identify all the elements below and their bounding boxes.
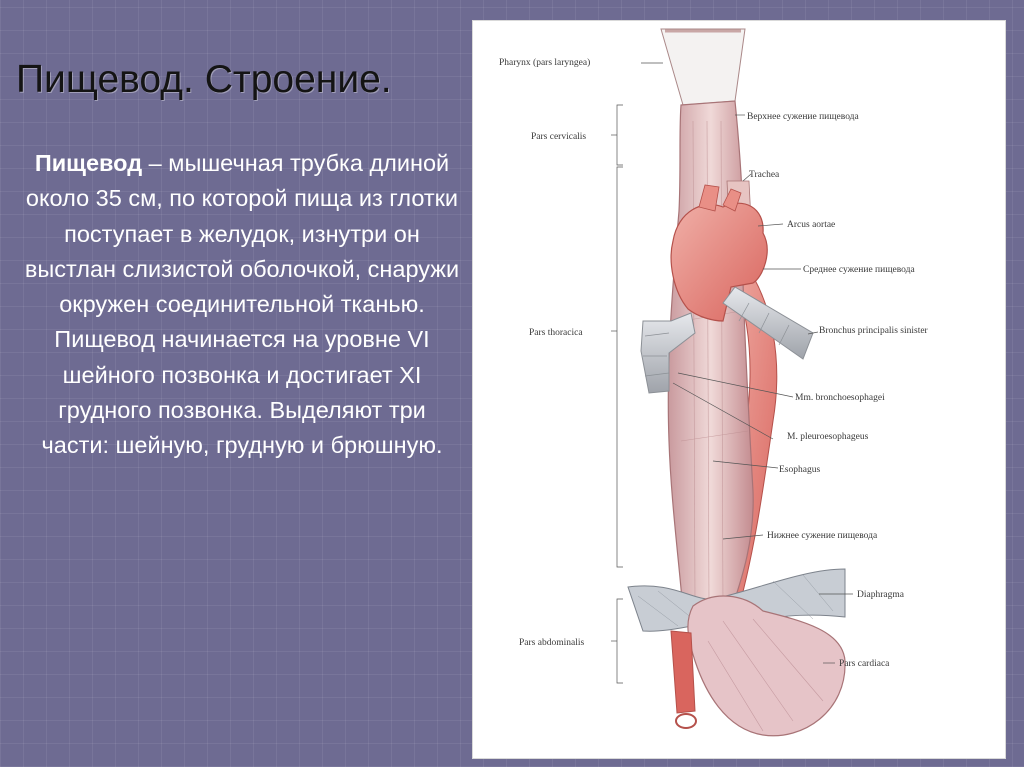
stomach-cardia	[687, 595, 846, 737]
esophagus-anatomy-figure: Pharynx (pars laryngea) Pars cervicalis …	[472, 20, 1006, 759]
label-pars-thoracica: Pars thoracica	[529, 328, 583, 338]
body-paragraph: Пищевод – мышечная трубка длиной около 3…	[22, 146, 462, 464]
label-pars-cervicalis: Pars cervicalis	[531, 132, 586, 142]
label-pars-abdominalis: Pars abdominalis	[519, 638, 584, 648]
pharynx-shape	[660, 28, 746, 106]
abdominal-aorta	[670, 630, 696, 714]
aortic-arch	[670, 202, 768, 322]
label-upper-narrowing: Верхнее сужение пищевода	[747, 112, 860, 122]
label-trachea: Trachea	[749, 170, 780, 180]
paragraph-text: – мышечная трубка длиной около 35 см, по…	[24, 150, 460, 459]
esophagus-tube	[667, 100, 754, 612]
anatomy-illustration: Pharynx (pars laryngea) Pars cervicalis …	[499, 28, 929, 737]
label-pars-cardiaca: Pars cardiaca	[839, 659, 890, 669]
slide-title: Пищевод. Строение.	[16, 58, 392, 101]
label-arcus-aortae: Arcus aortae	[787, 220, 835, 230]
label-middle-narrowing: Среднее сужение пищевода	[803, 265, 915, 275]
label-diaphragma: Diaphragma	[857, 590, 905, 600]
label-mm-bronchoesophagei: Mm. bronchoesophagei	[795, 393, 885, 403]
term-bold: Пищевод	[34, 150, 143, 176]
right-bronchus	[640, 312, 696, 394]
label-lower-narrowing: Нижнее сужение пищевода	[767, 531, 878, 541]
label-m-pleuroesophageus: M. pleuroesophageus	[787, 432, 869, 442]
label-bronchus: Bronchus principalis sinister	[819, 326, 929, 336]
label-pharynx: Pharynx (pars laryngea)	[499, 57, 590, 68]
label-esophagus: Esophagus	[779, 465, 820, 475]
